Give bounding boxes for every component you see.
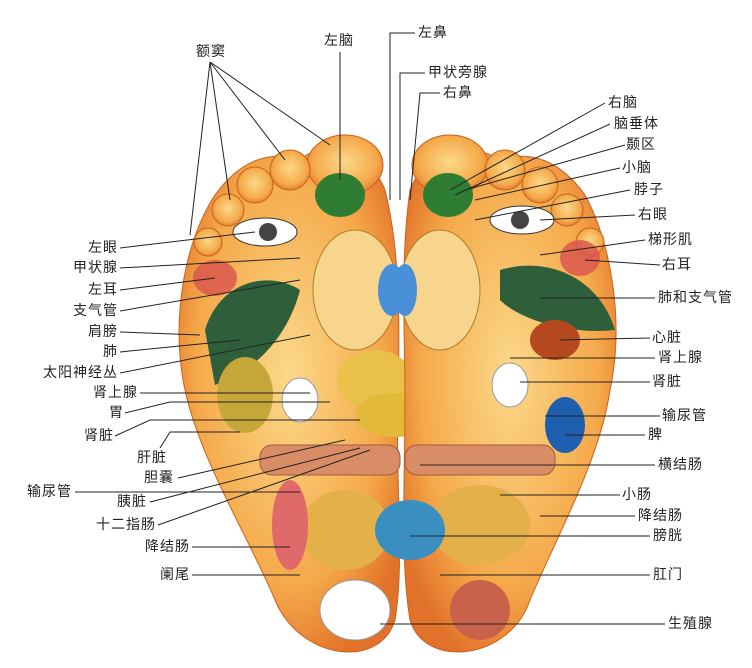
label-left-brain: 左脑 bbox=[324, 33, 354, 49]
label-spleen: 脾 bbox=[648, 427, 663, 443]
label-descending-colon-right: 降结肠 bbox=[638, 508, 683, 524]
label-kidney-left: 肾脏 bbox=[84, 428, 114, 444]
label-adrenal-right: 肾上腺 bbox=[658, 350, 703, 366]
label-left-nose: 左鼻 bbox=[418, 25, 448, 41]
label-bronchus: 支气管 bbox=[73, 303, 118, 319]
label-anus: 肛门 bbox=[653, 567, 683, 583]
label-transverse-colon: 横结肠 bbox=[658, 457, 703, 473]
label-stomach: 胃 bbox=[109, 405, 124, 421]
label-right-brain: 右脑 bbox=[608, 95, 638, 111]
label-kidney-right: 肾脏 bbox=[652, 374, 682, 390]
label-gonad: 生殖腺 bbox=[668, 616, 713, 632]
label-temporal: 颞区 bbox=[626, 137, 656, 153]
label-cerebellum: 小脑 bbox=[622, 160, 652, 176]
label-adrenal-left: 肾上腺 bbox=[93, 385, 138, 401]
label-left-eye: 左眼 bbox=[88, 240, 118, 256]
label-frontal-sinus: 额窦 bbox=[196, 44, 226, 60]
right-foot bbox=[375, 134, 617, 653]
label-thyroid: 甲状腺 bbox=[73, 260, 118, 276]
label-left-ear: 左耳 bbox=[88, 282, 118, 298]
label-duodenum: 十二指肠 bbox=[96, 517, 156, 533]
label-parathyroid: 甲状旁腺 bbox=[428, 65, 488, 81]
label-appendix: 阑尾 bbox=[160, 567, 190, 583]
label-right-eye: 右眼 bbox=[638, 207, 668, 223]
label-bladder: 膀胱 bbox=[653, 528, 683, 544]
label-right-ear: 右耳 bbox=[662, 257, 692, 273]
label-ureter-right: 输尿管 bbox=[662, 408, 707, 424]
label-ureter-left: 输尿管 bbox=[27, 484, 72, 500]
label-trapezius: 梯形肌 bbox=[648, 232, 693, 248]
label-pituitary: 脑垂体 bbox=[614, 116, 659, 132]
label-lung-bronchus: 肺和支气管 bbox=[658, 290, 733, 306]
label-small-intestine: 小肠 bbox=[622, 487, 652, 503]
left-foot bbox=[178, 134, 435, 653]
label-descending-colon-left: 降结肠 bbox=[145, 539, 190, 555]
label-right-nose: 右鼻 bbox=[443, 85, 473, 101]
label-lung: 肺 bbox=[103, 344, 118, 360]
leader-lines bbox=[75, 32, 665, 625]
label-heart: 心脏 bbox=[652, 330, 682, 346]
label-liver: 肝脏 bbox=[137, 450, 167, 466]
label-gallbladder: 胆囊 bbox=[144, 470, 174, 486]
label-solar-plexus: 太阳神经丛 bbox=[43, 365, 118, 381]
label-shoulder: 肩膀 bbox=[88, 324, 118, 340]
label-neck: 脖子 bbox=[634, 182, 664, 198]
label-pancreas: 胰脏 bbox=[117, 494, 147, 510]
